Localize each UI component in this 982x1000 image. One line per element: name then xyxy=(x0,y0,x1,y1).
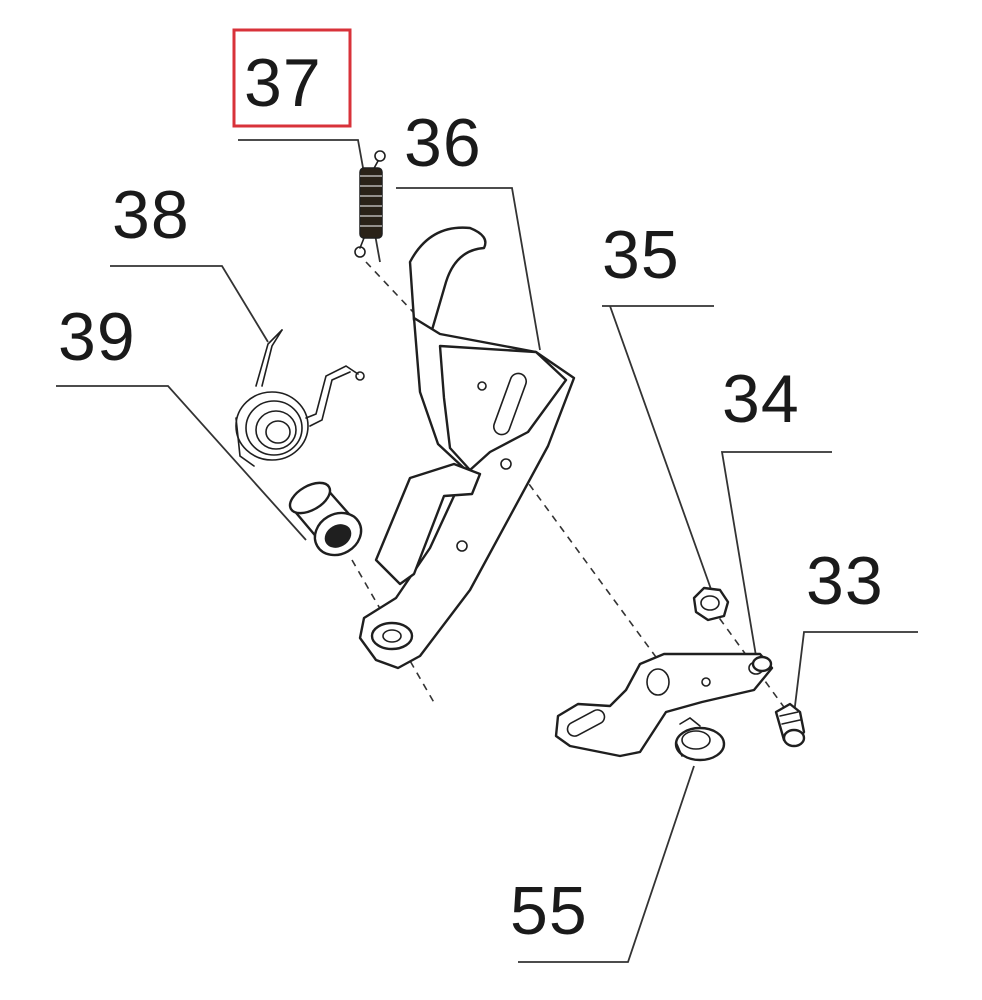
leader-55 xyxy=(518,765,695,963)
assembly-axis-a xyxy=(365,261,431,331)
label-35[interactable]: 35 xyxy=(602,217,680,293)
label-36[interactable]: 36 xyxy=(404,105,482,181)
link-plate-34[interactable] xyxy=(554,652,774,758)
label-38[interactable]: 38 xyxy=(112,177,190,253)
label-37[interactable]: 37 xyxy=(244,45,322,121)
bolt-55[interactable] xyxy=(674,717,726,762)
label-34[interactable]: 34 xyxy=(722,361,800,437)
spring-37[interactable] xyxy=(354,150,386,258)
bushing-39[interactable] xyxy=(285,477,369,564)
bolt-33[interactable] xyxy=(774,702,806,748)
leader-34 xyxy=(720,451,832,657)
leader-36 xyxy=(396,187,541,351)
highlight-box-37 xyxy=(232,28,352,128)
torsion-spring-38[interactable] xyxy=(235,329,365,467)
leader-38 xyxy=(110,265,269,343)
pin-34[interactable] xyxy=(751,655,773,673)
leader-33 xyxy=(793,631,918,715)
leader-35 xyxy=(602,305,714,593)
leader-37 xyxy=(238,139,381,263)
label-55[interactable]: 55 xyxy=(510,873,588,949)
leader-39 xyxy=(56,385,307,541)
lever-bracket-36[interactable] xyxy=(358,226,576,670)
label-39[interactable]: 39 xyxy=(58,299,136,375)
nut-35[interactable] xyxy=(692,586,730,622)
label-33[interactable]: 33 xyxy=(806,543,884,619)
